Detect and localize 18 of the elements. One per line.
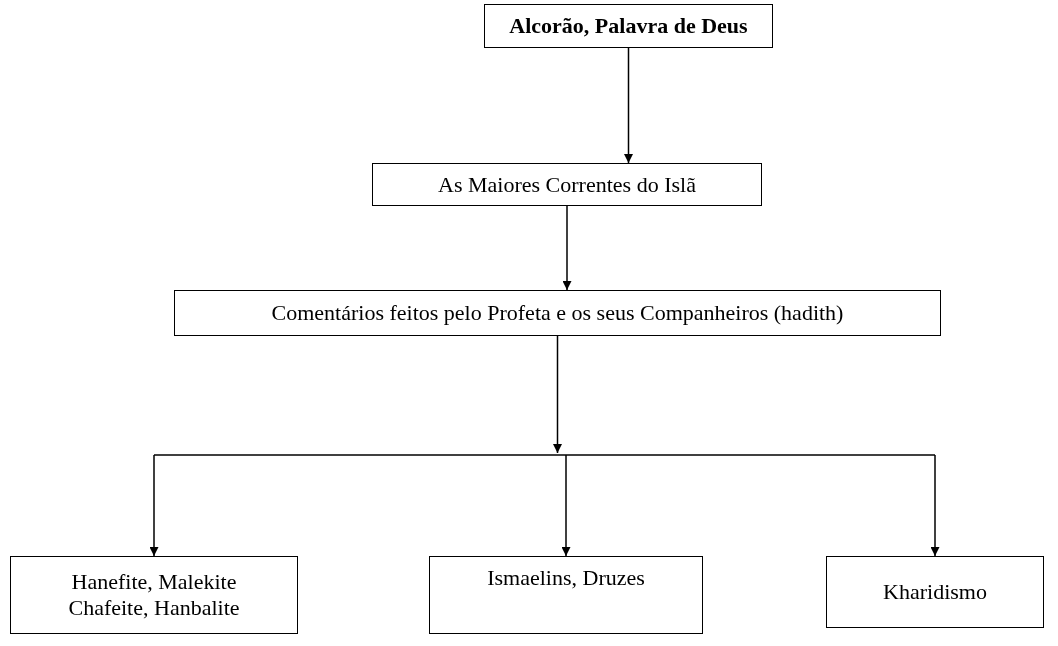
connector-trunk bbox=[153, 335, 936, 456]
box-label: As Maiores Correntes do Islã bbox=[438, 171, 696, 198]
box-label: Comentários feitos pelo Profeta e os seus Companheiros (hadith) bbox=[271, 300, 844, 326]
box-label: Alcorão, Palavra de Deus bbox=[509, 13, 748, 39]
arrow bbox=[562, 205, 572, 291]
arrow bbox=[149, 454, 159, 557]
text-box bbox=[429, 556, 703, 634]
text-box bbox=[372, 163, 762, 206]
text-box bbox=[174, 290, 941, 336]
arrow bbox=[561, 454, 571, 557]
text-box bbox=[826, 556, 1044, 628]
text-box bbox=[484, 4, 773, 48]
text-box bbox=[10, 556, 298, 634]
arrow bbox=[624, 47, 633, 164]
arrow bbox=[930, 454, 940, 557]
box-label: Ismaelins, Druzes bbox=[487, 565, 645, 591]
box-label: Kharidismo bbox=[883, 579, 987, 605]
box-label: Hanefite, Malekite Chafeite, Hanbalite bbox=[67, 569, 241, 621]
